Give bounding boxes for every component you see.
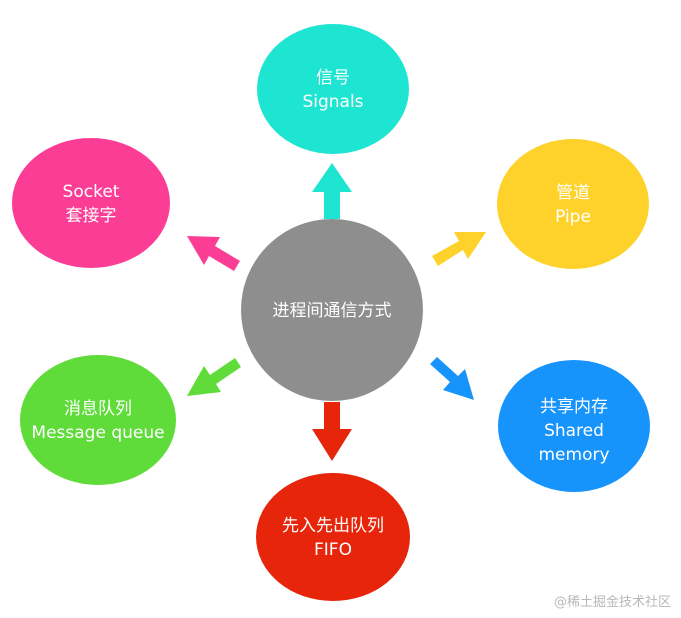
center-label: 进程间通信方式 bbox=[273, 301, 392, 321]
node-fifo-title-zh: 先入先出队列 bbox=[282, 516, 384, 536]
node-shared-memory-title-en-1: Shared bbox=[544, 421, 604, 441]
node-socket-title-en: Socket bbox=[63, 182, 120, 202]
node-signals: 信号 Signals bbox=[257, 24, 409, 154]
arrow-to-socket bbox=[187, 236, 240, 271]
node-socket-title-zh: 套接字 bbox=[66, 206, 117, 226]
node-message-queue-title-en: Message queue bbox=[31, 423, 164, 443]
node-message-queue: 消息队列 Message queue bbox=[20, 355, 176, 485]
arrow-to-message-queue bbox=[187, 358, 241, 396]
arrow-to-shared-memory bbox=[430, 357, 474, 400]
node-shared-memory: 共享内存 Shared memory bbox=[498, 360, 650, 492]
node-pipe-title-en: Pipe bbox=[555, 207, 591, 227]
arrow-to-pipe bbox=[432, 232, 486, 266]
node-pipe-title-zh: 管道 bbox=[556, 183, 590, 203]
node-shared-memory-title-zh: 共享内存 bbox=[540, 397, 608, 417]
node-signals-title-en: Signals bbox=[302, 92, 363, 112]
node-pipe: 管道 Pipe bbox=[497, 139, 649, 269]
node-shared-memory-title-en-2: memory bbox=[538, 445, 609, 465]
node-socket: Socket 套接字 bbox=[12, 138, 170, 268]
node-fifo: 先入先出队列 FIFO bbox=[256, 473, 410, 601]
watermark: @稀土掘金技术社区 bbox=[553, 595, 671, 610]
node-signals-title-zh: 信号 bbox=[316, 68, 350, 88]
center-node: 进程间通信方式 bbox=[241, 219, 423, 401]
arrow-to-fifo bbox=[312, 402, 352, 461]
arrow-to-signals bbox=[312, 163, 352, 219]
node-fifo-title-en: FIFO bbox=[314, 540, 352, 560]
node-message-queue-title-zh: 消息队列 bbox=[64, 399, 132, 419]
